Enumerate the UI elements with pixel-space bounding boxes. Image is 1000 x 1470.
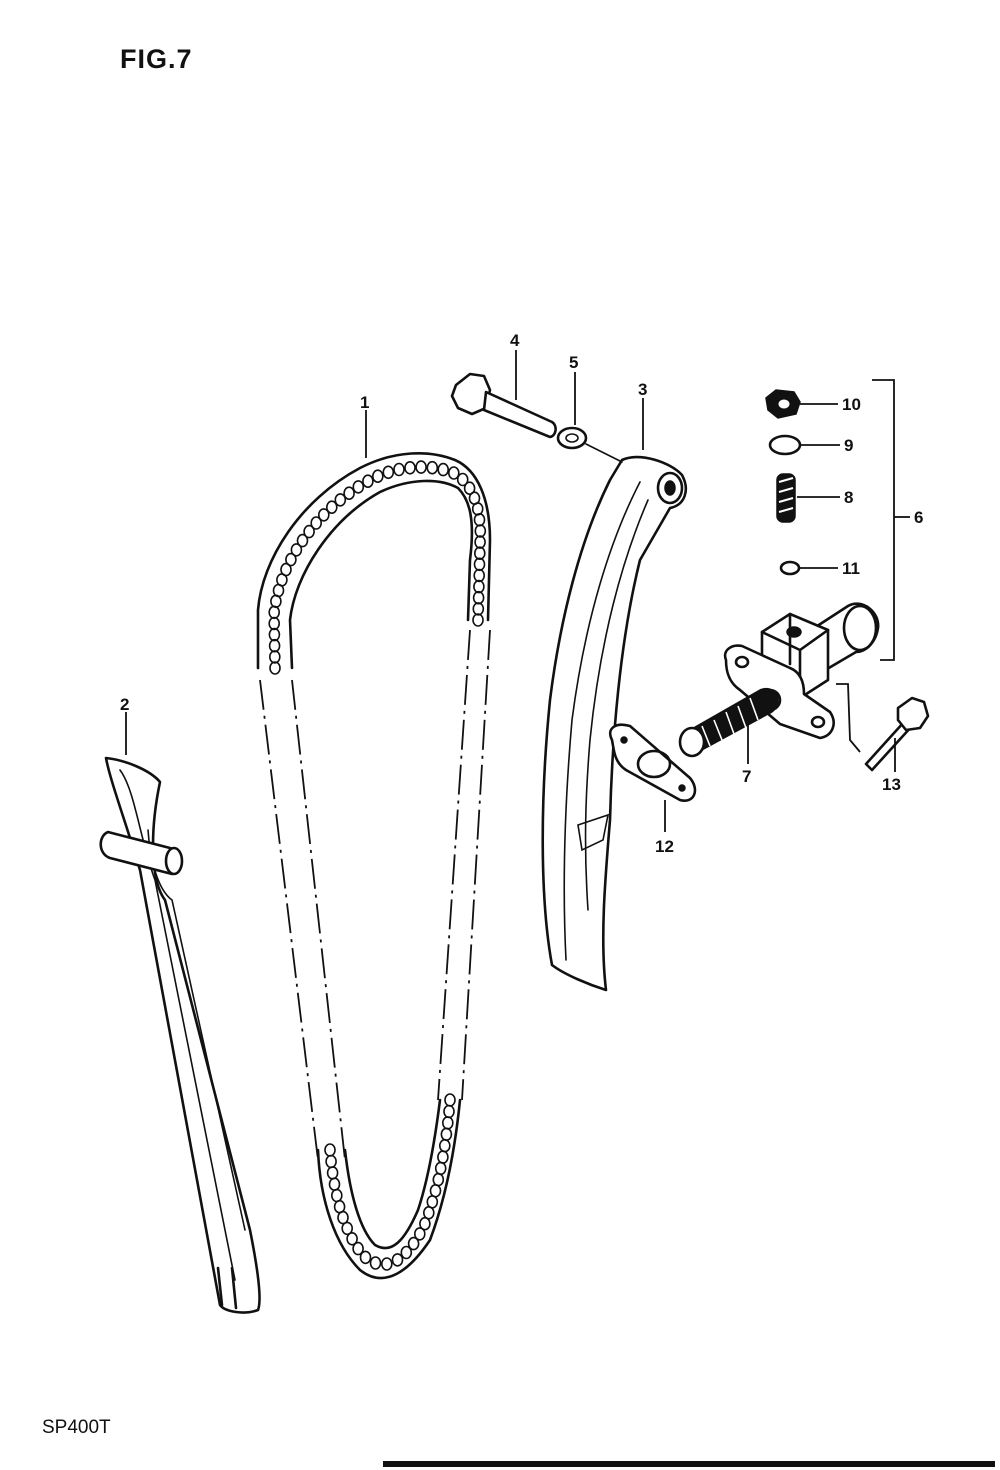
chain-roller <box>268 616 281 631</box>
mounting-bolt <box>864 696 930 772</box>
chain-roller <box>434 1161 447 1176</box>
chain-roller <box>268 605 281 620</box>
chain-roller <box>438 1138 451 1153</box>
chain-roller <box>415 460 427 474</box>
chain-roller <box>473 512 486 527</box>
callout-7: 7 <box>742 767 751 786</box>
chain-roller <box>426 1195 439 1209</box>
bottom-rule <box>383 1461 995 1467</box>
figure-title: FIG.7 <box>120 44 193 74</box>
chain-roller <box>473 579 485 594</box>
chain-roller <box>337 1210 349 1225</box>
chain-roller <box>426 460 439 475</box>
chain-roller <box>474 524 487 538</box>
chain-roller <box>471 502 484 516</box>
chain-roller <box>444 1093 456 1107</box>
chain-roller <box>391 1253 404 1267</box>
chain-roller <box>413 1227 426 1241</box>
lock-washer <box>768 434 802 456</box>
spring <box>776 473 796 523</box>
tensioner-bolt <box>450 372 557 439</box>
cam-chain-rollers-bottom <box>324 1093 456 1271</box>
callout-5: 5 <box>569 353 578 372</box>
callout-2: 2 <box>120 695 129 714</box>
chain-roller <box>456 472 469 487</box>
chain-roller <box>359 1250 372 1265</box>
callout-9: 9 <box>844 436 853 455</box>
chain-roller <box>443 1104 455 1119</box>
chain-roller <box>303 524 315 539</box>
gasket <box>609 723 697 802</box>
chain-roller <box>472 590 485 605</box>
chain-roller <box>324 1143 336 1157</box>
callout-6: 6 <box>914 508 923 527</box>
chain-roller <box>341 1221 354 1236</box>
chain-roller <box>325 500 338 515</box>
callout-13: 13 <box>882 775 901 794</box>
chain-roller <box>440 1127 453 1142</box>
chain-roller <box>400 1245 413 1260</box>
tensioner-adjuster <box>678 602 880 758</box>
chain-roller <box>393 462 405 477</box>
chain-roller <box>437 462 450 477</box>
chain-roller <box>285 552 297 567</box>
chain-roller <box>429 1184 442 1198</box>
chain-roller <box>380 1257 393 1271</box>
cam-chain-rollers-top <box>268 460 487 675</box>
chain-roller <box>269 661 281 675</box>
callout-10: 10 <box>842 395 861 414</box>
chain-roller <box>280 562 292 577</box>
chain-roller <box>268 650 281 664</box>
chain-roller <box>472 613 484 627</box>
chain-guide <box>99 756 261 1314</box>
chain-roller <box>268 627 281 642</box>
chain-roller <box>473 546 486 561</box>
chain-roller <box>328 1177 341 1191</box>
chain-roller <box>473 568 486 583</box>
nut <box>765 389 801 419</box>
chain-roller <box>404 460 416 475</box>
chain-roller <box>407 1236 420 1251</box>
chain-roller <box>268 638 281 653</box>
chain-roller <box>441 1116 454 1130</box>
chain-roller <box>343 486 355 501</box>
chain-roller <box>330 1188 343 1203</box>
washer <box>556 426 588 450</box>
chain-roller <box>346 1232 358 1246</box>
chain-tensioner-arm <box>541 455 687 992</box>
chain-roller <box>362 474 374 489</box>
chain-roller <box>369 1256 382 1270</box>
chain-roller <box>352 480 365 494</box>
chain-roller <box>447 466 460 480</box>
cam-chain <box>256 452 492 1280</box>
assembly-line-adjuster-bolt <box>836 683 861 753</box>
chain-roller <box>382 465 395 480</box>
chain-roller <box>472 602 485 616</box>
chain-roller <box>473 557 486 572</box>
chain-roller <box>371 469 384 484</box>
callout-12: 12 <box>655 837 674 856</box>
chain-roller <box>437 1150 449 1164</box>
o-ring <box>779 560 801 576</box>
chain-roller <box>334 493 347 507</box>
bracket-6 <box>872 379 895 661</box>
chain-roller <box>463 481 476 496</box>
chain-roller <box>326 1166 339 1180</box>
callout-8: 8 <box>844 488 853 507</box>
chain-roller <box>317 508 330 522</box>
model-code: SP400T <box>42 1417 111 1438</box>
assembly-line-washer-arm <box>585 443 623 463</box>
chain-roller <box>474 535 486 549</box>
callout-11: 11 <box>842 559 860 578</box>
chain-roller <box>310 516 323 530</box>
chain-roller <box>352 1241 364 1256</box>
callout-3: 3 <box>638 380 647 399</box>
chain-roller <box>432 1172 445 1187</box>
chain-roller <box>290 543 303 557</box>
callout-4: 4 <box>510 331 520 350</box>
callout-1: 1 <box>360 393 369 412</box>
chain-roller <box>325 1154 337 1169</box>
chain-roller <box>296 533 309 548</box>
